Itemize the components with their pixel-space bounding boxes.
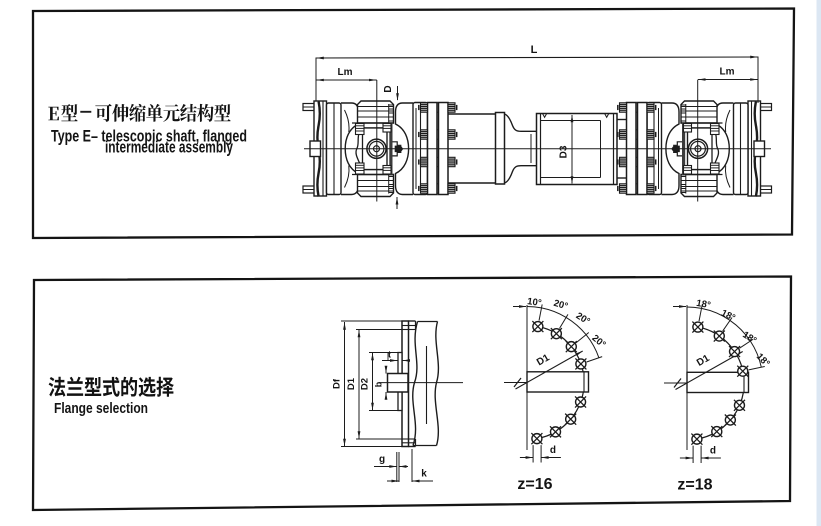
svg-text:Df: Df	[332, 378, 343, 389]
svg-text:b: b	[374, 381, 384, 387]
svg-text:z=18: z=18	[677, 477, 712, 494]
svg-text:Lm: Lm	[338, 67, 353, 78]
svg-text:Type E– telescopic shaft, flan: Type E– telescopic shaft, flanged	[51, 127, 247, 146]
svg-text:k: k	[421, 469, 427, 480]
svg-text:L: L	[531, 44, 538, 56]
svg-text:intermediate assembly: intermediate assembly	[105, 138, 233, 157]
svg-text:D2: D2	[360, 378, 371, 390]
svg-text:20°: 20°	[552, 298, 569, 313]
svg-text:d: d	[710, 446, 716, 457]
svg-text:D1: D1	[346, 377, 357, 390]
svg-text:D: D	[383, 85, 394, 92]
svg-text:t: t	[388, 350, 391, 360]
svg-text:10°: 10°	[526, 296, 542, 309]
svg-text:d: d	[550, 445, 556, 456]
svg-text:z=16: z=16	[517, 476, 552, 493]
svg-text:Flange selection: Flange selection	[54, 400, 148, 417]
svg-text:18°: 18°	[695, 298, 711, 311]
svg-text:D3: D3	[559, 145, 570, 158]
svg-text:g: g	[379, 454, 385, 465]
svg-text:Lm: Lm	[720, 67, 735, 78]
